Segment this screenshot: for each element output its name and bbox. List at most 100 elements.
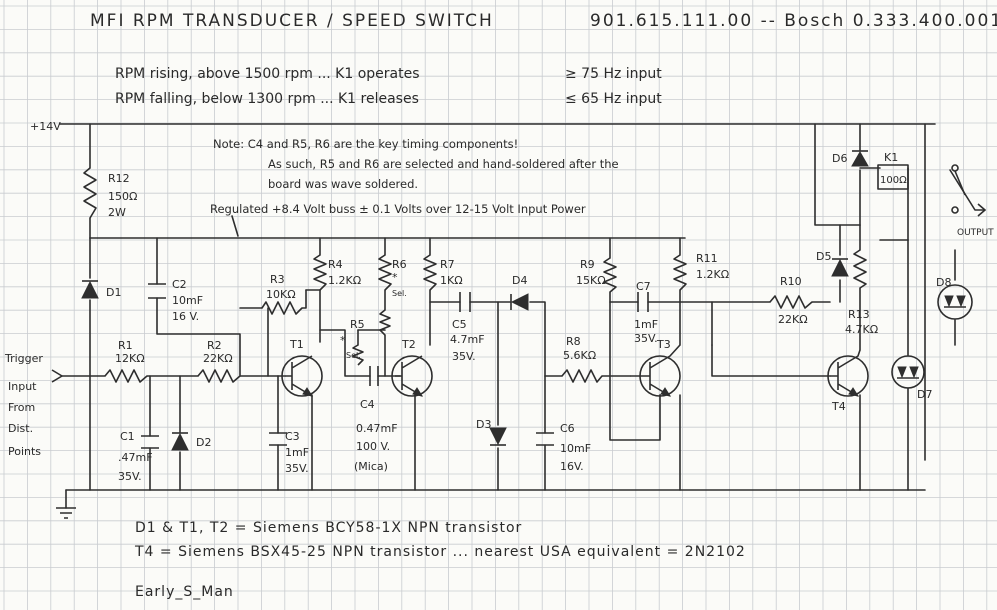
label-k1: K1 <box>884 151 898 164</box>
diode-d4 <box>510 293 529 311</box>
svg-text:C2: C2 <box>172 278 187 291</box>
resistor-r6 <box>378 254 392 291</box>
label-t3: T3 <box>656 338 671 351</box>
resistor-r9 <box>603 257 617 293</box>
output-label: OUTPUT <box>957 228 994 238</box>
label-r12: R12 150Ω 2W <box>108 172 137 219</box>
svg-text:1mF: 1mF <box>634 318 658 331</box>
label-c4: C4 0.47mF 100 V. (Mica) <box>354 398 398 473</box>
resistor-r5 <box>352 344 364 366</box>
note-line-2: As such, R5 and R6 are selected and hand… <box>268 157 619 171</box>
author-signature: Early_S_Man <box>135 584 234 600</box>
capacitor-c4 <box>369 366 379 386</box>
label-c6: C6 10mF 16V. <box>560 422 591 473</box>
svg-text:C7: C7 <box>636 280 651 293</box>
capacitor-c7 <box>637 292 649 312</box>
svg-text:Sel.: Sel. <box>392 289 407 298</box>
svg-text:1.2KΩ: 1.2KΩ <box>328 274 361 287</box>
resistor-r6b <box>379 309 391 336</box>
label-r6: R6 * Sel. <box>392 258 407 298</box>
resistor-r13 <box>853 249 867 289</box>
svg-text:16V.: 16V. <box>560 460 584 473</box>
svg-text:0.47mF: 0.47mF <box>356 422 398 435</box>
svg-text:C6: C6 <box>560 422 575 435</box>
svg-text:C4: C4 <box>360 398 375 411</box>
label-r9: R9 15KΩ <box>576 258 606 287</box>
svg-text:R10: R10 <box>780 275 802 288</box>
transistor-t3 <box>630 344 681 397</box>
svg-text:4.7KΩ: 4.7KΩ <box>845 323 878 336</box>
svg-text:R9: R9 <box>580 258 595 271</box>
svg-text:*: * <box>340 334 346 347</box>
operation-line-2: RPM falling, below 1300 rpm ... K1 relea… <box>115 91 419 107</box>
svg-text:C5: C5 <box>452 318 467 331</box>
supply-voltage-label: +14V <box>30 120 61 133</box>
svg-text:22KΩ: 22KΩ <box>203 352 233 365</box>
capacitor-c2 <box>148 283 166 299</box>
svg-text:R3: R3 <box>270 273 285 286</box>
svg-text:4.7mF: 4.7mF <box>450 333 485 346</box>
svg-text:R6: R6 <box>392 258 407 271</box>
svg-text:16 V.: 16 V. <box>172 310 199 323</box>
diode-d1 <box>81 280 99 299</box>
operation-line-1: RPM rising, above 1500 rpm ... K1 operat… <box>115 66 420 82</box>
svg-text:35V.: 35V. <box>285 462 309 475</box>
ground-icon <box>56 507 76 519</box>
svg-text:From: From <box>8 401 35 414</box>
svg-text:Input: Input <box>8 380 37 393</box>
regulated-buss-pointer <box>231 215 239 237</box>
capacitor-c6 <box>536 432 554 446</box>
svg-text:12KΩ: 12KΩ <box>115 352 145 365</box>
diode-d8 <box>937 284 973 320</box>
resistor-r4 <box>313 254 327 291</box>
label-c3: C3 1mF 35V. <box>285 430 309 475</box>
label-r7: R7 1KΩ <box>440 258 463 287</box>
resistor-r8 <box>561 369 603 383</box>
label-r1: R1 12KΩ <box>115 339 145 365</box>
label-r11: R11 1.2KΩ <box>696 252 729 281</box>
label-t1: T1 <box>289 338 304 351</box>
label-d1: D1 <box>106 286 121 299</box>
schematic-title: MFI RPM TRANSDUCER / SPEED SWITCH <box>90 11 494 31</box>
svg-text:.47mF: .47mF <box>118 451 153 464</box>
resistor-r2 <box>197 369 241 383</box>
capacitor-c5 <box>459 292 471 312</box>
svg-text:2W: 2W <box>108 206 126 219</box>
svg-text:35V.: 35V. <box>634 332 658 345</box>
svg-text:150Ω: 150Ω <box>108 190 137 203</box>
transistor-t2 <box>391 355 433 397</box>
label-r3: R3 10KΩ <box>266 273 296 301</box>
resistor-r1 <box>104 369 148 383</box>
part-numbers: 901.615.111.00 -- Bosch 0.333.400.001 <box>590 11 997 31</box>
svg-text:R13: R13 <box>848 308 870 321</box>
trigger-input-label: Trigger Input From Dist. Points <box>4 352 43 458</box>
label-c1: C1 .47mF 35V. <box>118 430 153 483</box>
svg-text:R5: R5 <box>350 318 365 331</box>
circuit-wiring <box>59 123 986 509</box>
svg-text:R8: R8 <box>566 335 581 348</box>
svg-text:R1: R1 <box>118 339 133 352</box>
svg-text:Points: Points <box>8 445 41 458</box>
svg-text:R12: R12 <box>108 172 130 185</box>
svg-text:Sel.: Sel. <box>346 351 361 360</box>
svg-text:35V.: 35V. <box>452 350 476 363</box>
label-c7: C7 1mF 35V. <box>634 280 658 345</box>
svg-text:5.6KΩ: 5.6KΩ <box>563 349 596 362</box>
label-r2: R2 22KΩ <box>203 339 233 365</box>
svg-text:C1: C1 <box>120 430 135 443</box>
resistor-r11 <box>673 254 687 291</box>
svg-text:C3: C3 <box>285 430 300 443</box>
label-t4: T4 <box>831 400 846 413</box>
label-r4: R4 1.2KΩ <box>328 258 361 287</box>
capacitor-c3 <box>269 432 287 446</box>
relay-k1-contact <box>951 164 966 214</box>
label-d5: D5 <box>816 250 831 263</box>
svg-text:1.2KΩ: 1.2KΩ <box>696 268 729 281</box>
regulated-buss-label: Regulated +8.4 Volt buss ± 0.1 Volts ove… <box>210 202 586 216</box>
svg-text:1KΩ: 1KΩ <box>440 274 463 287</box>
label-d8: D8 <box>936 276 951 289</box>
footnote-line-1: D1 & T1, T2 = Siemens BCY58-1X NPN trans… <box>135 520 522 536</box>
svg-text:Trigger: Trigger <box>4 352 43 365</box>
svg-text:100 V.: 100 V. <box>356 440 390 453</box>
note-line-3: board was wave soldered. <box>268 177 418 191</box>
